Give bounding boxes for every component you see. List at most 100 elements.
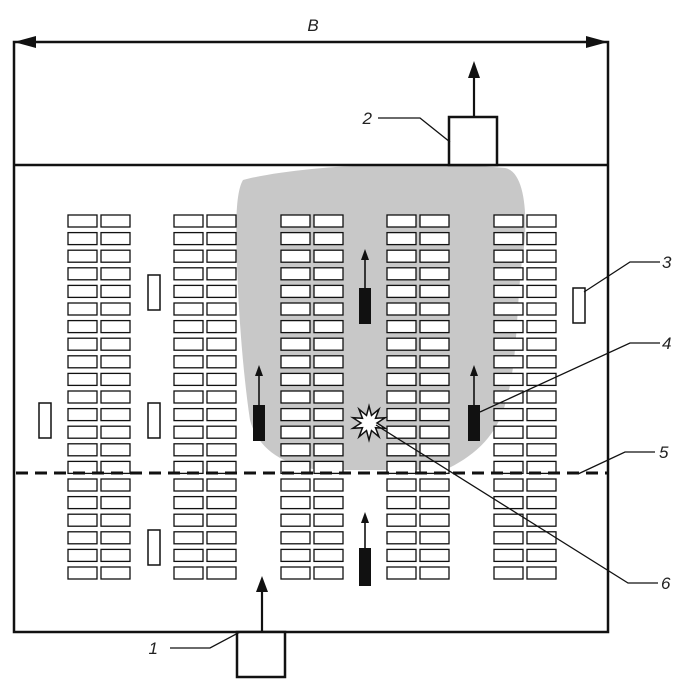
container: [206, 267, 237, 281]
container: [526, 495, 557, 510]
container: [526, 249, 557, 263]
container: [526, 531, 557, 545]
container: [419, 249, 450, 263]
dimension-b: B: [14, 16, 608, 48]
container: [419, 319, 450, 334]
callout-2: 2: [362, 109, 373, 128]
container: [419, 372, 450, 387]
container: [67, 231, 98, 246]
container: [206, 284, 237, 299]
container: [313, 284, 344, 299]
container: [173, 355, 204, 369]
container: [67, 513, 98, 527]
container: [493, 214, 524, 228]
container: [419, 355, 450, 369]
container: [419, 231, 450, 246]
container: [280, 319, 311, 334]
container: [419, 337, 450, 351]
container: [526, 548, 557, 563]
container: [526, 407, 557, 422]
container: [100, 302, 131, 316]
container: [173, 284, 204, 299]
container: [173, 249, 204, 263]
container: [206, 249, 237, 263]
container: [100, 337, 131, 351]
container-row-3: [280, 214, 344, 580]
container: [493, 390, 524, 404]
container-row-2: [173, 214, 237, 580]
container: [386, 495, 417, 510]
container: [493, 566, 524, 580]
container: [100, 513, 131, 527]
container: [493, 443, 524, 457]
container: [526, 372, 557, 387]
container: [419, 443, 450, 457]
container: [386, 372, 417, 387]
container: [386, 267, 417, 281]
container: [67, 249, 98, 263]
container: [280, 566, 311, 580]
container: [173, 548, 204, 563]
container: [173, 267, 204, 281]
container: [419, 478, 450, 492]
container-row-4: [386, 214, 450, 580]
container: [280, 548, 311, 563]
container: [313, 478, 344, 492]
container: [100, 390, 131, 404]
container: [386, 548, 417, 563]
container: [280, 460, 311, 475]
container: [419, 390, 450, 404]
container: [419, 425, 450, 439]
container: [206, 390, 237, 404]
container: [173, 531, 204, 545]
container: [100, 548, 131, 563]
container: [386, 284, 417, 299]
container: [313, 495, 344, 510]
container: [206, 531, 237, 545]
container: [206, 548, 237, 563]
container: [526, 513, 557, 527]
container: [206, 513, 237, 527]
container: [386, 337, 417, 351]
container: [173, 390, 204, 404]
container: [493, 284, 524, 299]
container: [419, 495, 450, 510]
container: [280, 495, 311, 510]
container: [100, 443, 131, 457]
container: [67, 531, 98, 545]
container: [493, 319, 524, 334]
container: [313, 372, 344, 387]
dimension-label: B: [307, 16, 318, 35]
container: [313, 319, 344, 334]
jet-fan: [468, 365, 480, 441]
container: [386, 531, 417, 545]
container: [173, 425, 204, 439]
container: [526, 478, 557, 492]
container: [386, 355, 417, 369]
container: [419, 302, 450, 316]
container: [173, 513, 204, 527]
container: [173, 214, 204, 228]
container: [67, 407, 98, 422]
container: [386, 390, 417, 404]
container: [419, 548, 450, 563]
container: [280, 214, 311, 228]
container: [386, 443, 417, 457]
container: [313, 407, 344, 422]
wall-vent: [147, 529, 161, 566]
container: [280, 302, 311, 316]
container: [419, 407, 450, 422]
container: [206, 407, 237, 422]
container-row-5: [493, 214, 557, 580]
callout-6: 6: [661, 574, 671, 593]
container: [100, 478, 131, 492]
container: [67, 302, 98, 316]
container: [173, 337, 204, 351]
container: [386, 478, 417, 492]
container: [386, 566, 417, 580]
container: [313, 390, 344, 404]
container: [313, 214, 344, 228]
container: [280, 513, 311, 527]
container: [100, 267, 131, 281]
